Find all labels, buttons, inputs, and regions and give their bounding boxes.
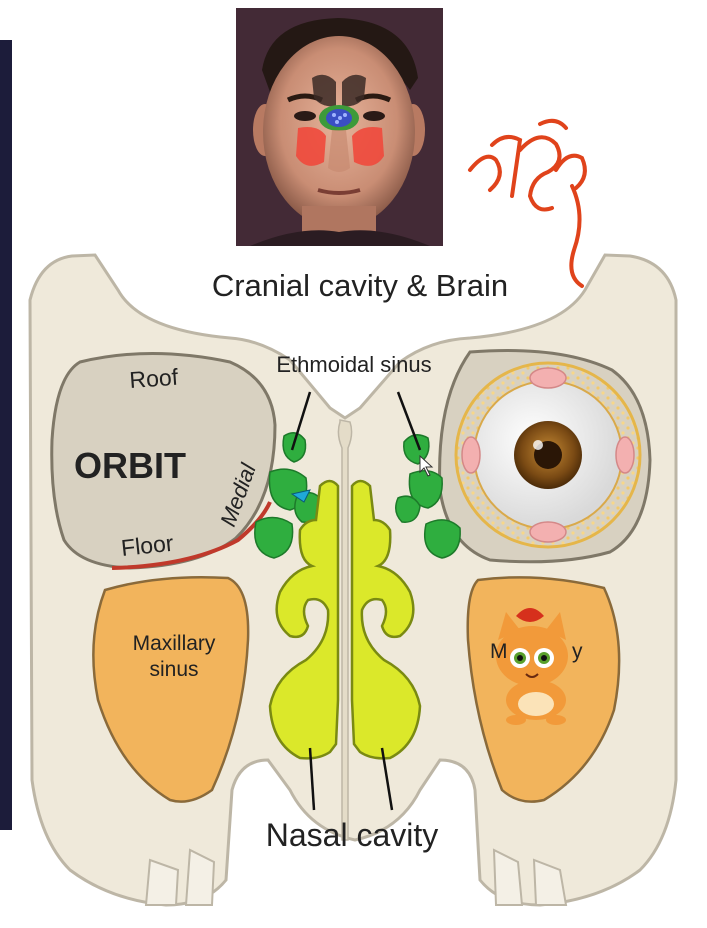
- face-photo: [236, 8, 443, 246]
- label-right-partial-left: M: [490, 640, 508, 663]
- label-ethmoidal: Ethmoidal sinus: [276, 352, 431, 377]
- label-maxillary-1: Maxillary: [133, 632, 216, 655]
- label-orbit: ORBIT: [74, 445, 186, 486]
- eye-icon: [456, 363, 640, 547]
- label-right-partial-right: y: [572, 640, 583, 663]
- right-orbit: [440, 350, 650, 561]
- label-cranial: Cranial cavity & Brain: [212, 268, 508, 303]
- label-nasal: Nasal cavity: [266, 817, 439, 853]
- label-floor: Floor: [120, 530, 175, 561]
- label-roof: Roof: [129, 364, 180, 393]
- signature-logo: [470, 121, 585, 286]
- left-edge-bar: [0, 40, 12, 830]
- label-maxillary-2: sinus: [149, 658, 198, 681]
